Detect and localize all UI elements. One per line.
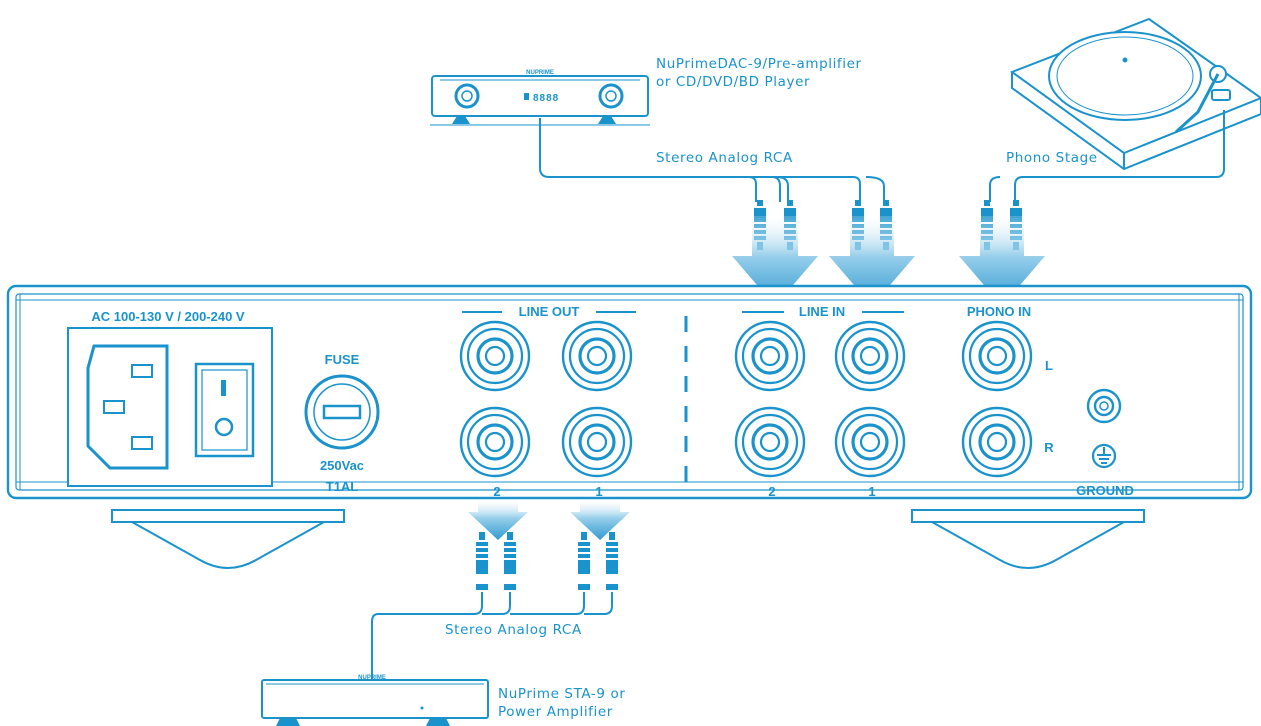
line-in-jack-2-label: 2 <box>768 484 775 499</box>
channel-left-label: L <box>1045 358 1053 373</box>
phono-in-section: PHONO IN L R <box>961 304 1054 478</box>
phono-in-left-jack[interactable] <box>961 320 1033 392</box>
volume-knob-icon <box>454 83 480 109</box>
output-rca-plugs <box>476 532 618 590</box>
line-out-jack-1-label: 1 <box>595 484 602 499</box>
input-cable-label: Stereo Analog RCA <box>656 150 793 166</box>
power-amplifier-device: NUPRIME <box>261 675 489 726</box>
ground-symbol-icon <box>1091 443 1117 469</box>
line-in-section: LINE IN 2 1 <box>734 304 906 499</box>
line-out-2-right-jack[interactable] <box>459 406 531 478</box>
dac-label-line2: or CD/DVD/BD Player <box>656 74 811 90</box>
ac-power-section: AC 100-130 V / 200-240 V <box>67 309 273 487</box>
iec-inlet-icon <box>86 344 169 470</box>
line-out-jack-2-label: 2 <box>493 484 500 499</box>
fuse-label: FUSE <box>325 352 360 367</box>
dac-display: 8888 <box>533 93 559 104</box>
amp-label-line2: Power Amplifier <box>498 704 613 720</box>
input-knob-icon <box>598 83 624 109</box>
phono-in-right-jack[interactable] <box>961 406 1033 478</box>
fuse-type: T1AL <box>326 479 359 494</box>
output-cable-label: Stereo Analog RCA <box>445 622 582 638</box>
platter <box>1048 31 1202 121</box>
dac-label-line1: NuPrimeDAC-9/Pre-amplifier <box>656 56 862 72</box>
phono-in-label: PHONO IN <box>967 304 1031 319</box>
line-in-1-right-jack[interactable] <box>834 406 906 478</box>
line-out-label: LINE OUT <box>519 304 580 319</box>
line-out-section: LINE OUT 2 1 <box>459 304 636 499</box>
ground-section: GROUND <box>1076 388 1134 498</box>
line-out-2-left-jack[interactable] <box>459 320 531 392</box>
line-in-2-left-jack[interactable] <box>734 320 806 392</box>
input-arrows <box>732 216 1045 306</box>
line-in-label: LINE IN <box>799 304 845 319</box>
line-in-2-right-jack[interactable] <box>734 406 806 478</box>
line-in-1-left-jack[interactable] <box>834 320 906 392</box>
line-out-1-left-jack[interactable] <box>561 320 633 392</box>
input-cables <box>539 110 1225 202</box>
amp-brand-logo: NUPRIME <box>358 675 386 681</box>
phono-stage-label: Phono Stage <box>1006 150 1098 166</box>
dac-preamp-device: 8888 NUPRIME <box>430 70 650 126</box>
line-in-jack-1-label: 1 <box>868 484 875 499</box>
channel-right-label: R <box>1044 440 1054 455</box>
fuse-rating: 250Vac <box>320 458 364 473</box>
dac-brand-logo: NUPRIME <box>526 70 554 76</box>
output-arrows <box>468 500 630 540</box>
power-switch[interactable] <box>194 362 255 458</box>
turntable-device <box>1009 17 1261 171</box>
ground-terminal[interactable] <box>1086 388 1122 424</box>
ground-label: GROUND <box>1076 483 1134 498</box>
panel-feet <box>111 509 1145 569</box>
line-out-1-right-jack[interactable] <box>561 406 633 478</box>
output-cables <box>371 592 613 680</box>
amp-label-line1: NuPrime STA-9 or <box>498 686 626 702</box>
ac-voltage-label: AC 100-130 V / 200-240 V <box>91 309 245 324</box>
fuse-section: FUSE 250Vac T1AL <box>304 352 380 494</box>
